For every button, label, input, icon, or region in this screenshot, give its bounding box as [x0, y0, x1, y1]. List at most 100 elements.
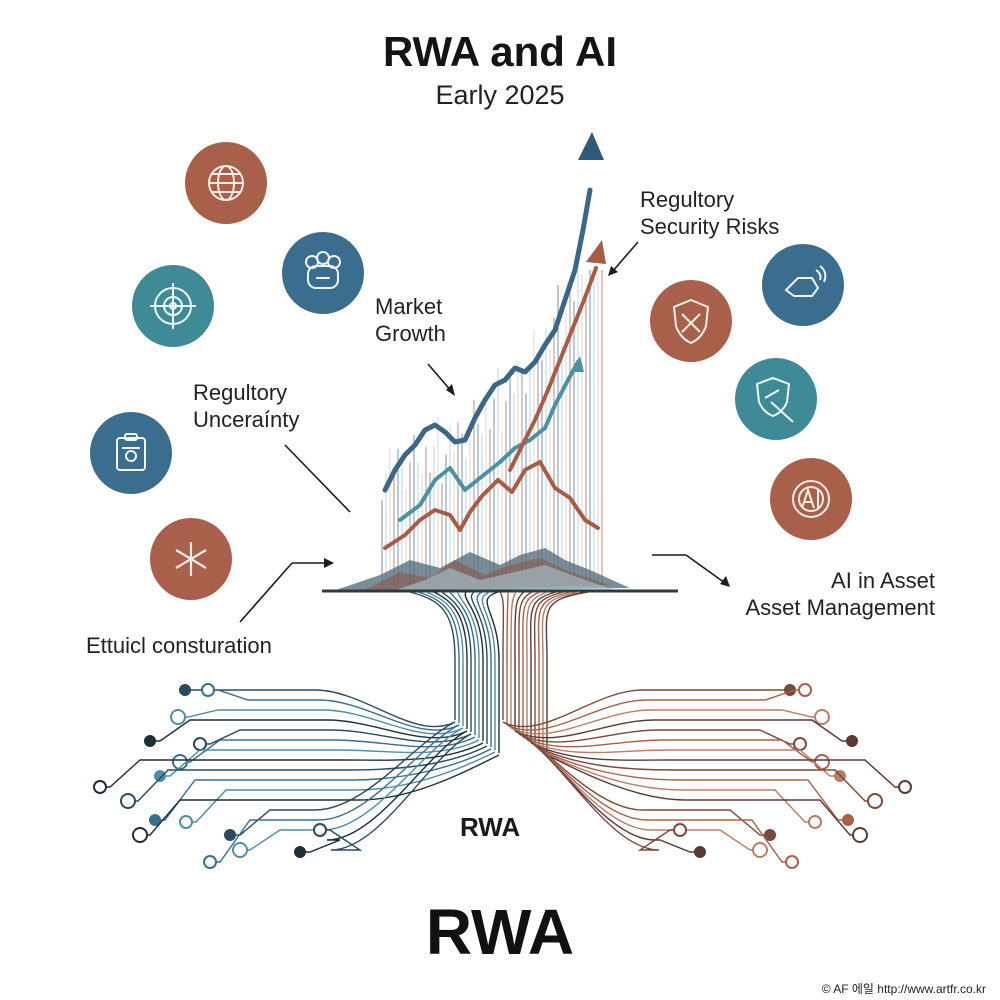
- circuit-line: [542, 751, 815, 823]
- chart-mountains: [330, 548, 630, 592]
- circuit-node: [764, 829, 776, 841]
- circuit-line: [320, 733, 472, 851]
- circuit-node: [203, 855, 217, 869]
- trunk-line: [417, 591, 460, 723]
- arrow-head-blue: [578, 132, 604, 160]
- circuit-node: [814, 754, 830, 770]
- trunk-line: [481, 591, 496, 750]
- chart-lines: [382, 132, 606, 550]
- circuit-line: [546, 754, 860, 836]
- circuit-node: [170, 709, 186, 725]
- label-ethical: Ettuicl consturation: [86, 633, 272, 658]
- circuit-node: [808, 815, 822, 829]
- circuit-node: [785, 855, 799, 869]
- circuit-node: [294, 846, 306, 858]
- circuit-line: [526, 739, 840, 777]
- trunk-line: [433, 591, 468, 729]
- trunk-line: [541, 591, 581, 750]
- trunk-line: [470, 591, 488, 744]
- circuit-line: [185, 689, 456, 728]
- circuit-line: [522, 736, 822, 763]
- trunk-line: [457, 591, 480, 738]
- circuit-line: [502, 689, 790, 728]
- series-line-teal: [398, 360, 580, 522]
- page-title: RWA and AI: [382, 28, 618, 75]
- target-icon: [132, 265, 214, 347]
- trunk-line: [425, 591, 464, 726]
- center-label: RWA: [460, 812, 521, 842]
- circuit-line: [210, 724, 460, 863]
- circuit-line: [506, 689, 805, 731]
- circuit-line: [140, 754, 500, 836]
- trunk-line: [545, 591, 589, 753]
- circuit-line: [208, 689, 460, 731]
- circuit-line: [510, 709, 822, 735]
- circuit-line: [530, 742, 905, 788]
- circuit-line: [128, 745, 488, 802]
- circuit-node: [120, 793, 136, 809]
- circuit-line: [538, 748, 848, 821]
- circuit-node: [313, 823, 327, 837]
- trunk-line: [476, 591, 492, 747]
- shield-warning-icon: [650, 280, 732, 362]
- trunk-line: [464, 591, 484, 741]
- circuit-line: [518, 733, 680, 851]
- circuit-line: [510, 727, 760, 851]
- arrow-head-rust: [586, 240, 606, 264]
- circuit-node: [93, 780, 107, 794]
- series-line-blue: [382, 187, 593, 493]
- circuit-node: [867, 793, 883, 809]
- annotation-arrows: [239, 241, 730, 623]
- trunk-line: [530, 591, 557, 741]
- circuit-network: [93, 591, 912, 869]
- circuit-node: [179, 684, 191, 696]
- circuit-node: [132, 827, 148, 843]
- circuit-node: [144, 735, 156, 747]
- trunk-line: [514, 591, 525, 729]
- trunk-line: [506, 591, 509, 723]
- circuit-node: [179, 815, 193, 829]
- circuit-node: [154, 770, 166, 782]
- circuit-node: [694, 846, 706, 858]
- circuit-node: [201, 683, 215, 697]
- circuit-node: [149, 814, 161, 826]
- clipboard-icon: [90, 412, 172, 494]
- circuit-node: [798, 683, 812, 697]
- trunk-line: [522, 591, 541, 735]
- circuit-node: [673, 823, 687, 837]
- circuit-line: [178, 709, 464, 735]
- hand-signal-icon: [762, 244, 844, 326]
- circuit-node: [752, 842, 768, 858]
- trunk-line: [486, 591, 500, 753]
- circuit-line: [518, 729, 800, 745]
- trunk-line: [533, 591, 565, 744]
- circuit-line: [230, 721, 456, 836]
- footer-credit: © AF 에일 http://www.artfr.co.kr: [821, 982, 986, 996]
- shield-tool-icon: [735, 358, 817, 440]
- trunk-line: [499, 591, 505, 720]
- circuit-node: [898, 780, 912, 794]
- circuit-node: [193, 737, 207, 751]
- trunk-line: [526, 591, 549, 738]
- circuit-line: [514, 719, 852, 742]
- circuit-node: [224, 829, 236, 841]
- trunk-line: [441, 591, 472, 732]
- circuit-line: [300, 730, 468, 853]
- page-subtitle: Early 2025: [435, 80, 565, 110]
- trunk-line: [449, 591, 476, 735]
- trunk-line: [518, 591, 533, 732]
- bottom-label: RWA: [425, 896, 575, 968]
- globe-icon: [185, 142, 267, 224]
- series-line-rust-upper: [508, 266, 598, 472]
- circuit-node: [842, 814, 854, 826]
- circuit-line: [186, 751, 496, 823]
- circuit-line: [160, 739, 480, 777]
- robot-icon: [282, 232, 364, 314]
- circuit-node: [232, 842, 248, 858]
- circuit-node: [814, 709, 830, 725]
- circuit-node: [852, 827, 868, 843]
- trunk-line: [409, 591, 456, 720]
- circuit-line: [534, 745, 875, 802]
